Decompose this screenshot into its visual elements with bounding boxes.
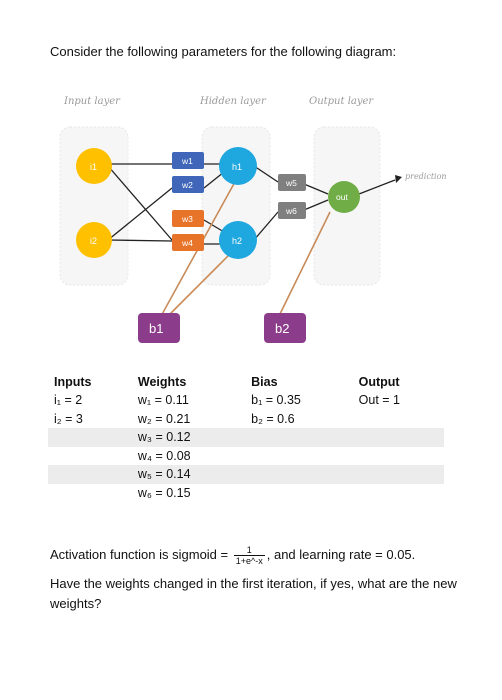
svg-text:w4: w4 xyxy=(181,238,193,248)
output-node-label: out xyxy=(336,192,348,202)
table-header-row: Inputs Weights Bias Output xyxy=(48,373,444,391)
hidden-layer-label: Hidden layer xyxy=(199,96,267,107)
question-text: Have the weights changed in the first it… xyxy=(50,576,457,611)
parameters-table: Inputs Weights Bias Output i₁ = 2 w₁ = 0… xyxy=(48,373,444,502)
table-cell xyxy=(245,484,353,503)
intro-text: Consider the following parameters for th… xyxy=(50,44,397,59)
activation-line: Activation function is sigmoid = 1 1+e^-… xyxy=(50,545,470,566)
table-cell xyxy=(245,465,353,484)
table-cell: w₄ = 0.08 xyxy=(137,448,191,463)
bias-box-b2 xyxy=(264,313,306,343)
activation-prefix: Activation function is sigmoid = xyxy=(50,547,229,562)
table-row: w₃ = 0.12 xyxy=(48,428,444,447)
hidden-node-h2-label: h2 xyxy=(232,236,242,246)
table-cell xyxy=(245,428,353,447)
input-node-i2-label: i2 xyxy=(90,236,97,246)
table-cell: i₂ = 3 xyxy=(54,411,83,426)
header-bias: Bias xyxy=(251,375,278,389)
table-cell xyxy=(245,447,353,466)
input-layer-label: Input layer xyxy=(63,96,121,107)
bias-box-b1 xyxy=(138,313,180,343)
sigmoid-denominator: 1+e^-x xyxy=(235,556,263,567)
sigmoid-numerator: 1 xyxy=(233,545,265,557)
table-row: i₁ = 2 w₁ = 0.11 b₁ = 0.35 Out = 1 xyxy=(48,391,444,410)
svg-text:w3: w3 xyxy=(181,214,193,224)
table-cell: w₆ = 0.15 xyxy=(137,485,191,500)
table-cell: b₂ = 0.6 xyxy=(251,411,295,426)
weight-box-w4: w4 xyxy=(172,234,204,251)
table-cell xyxy=(353,484,444,503)
table-row: w₆ = 0.15 xyxy=(48,484,444,503)
table-cell: w₅ = 0.14 xyxy=(131,465,246,484)
table-cell xyxy=(48,428,132,447)
table-cell: i₁ = 2 xyxy=(54,393,83,408)
table-cell xyxy=(353,410,444,429)
bias-box-b2-label: b2 xyxy=(275,321,289,336)
table-cell: w₁ = 0.11 xyxy=(137,393,189,408)
table-cell: b₁ = 0.35 xyxy=(251,393,301,408)
weight-box-w6: w6 xyxy=(278,202,306,219)
table-cell xyxy=(352,428,444,447)
header-output: Output xyxy=(358,375,400,389)
table-cell: w₃ = 0.12 xyxy=(131,428,246,447)
hidden-node-h1 xyxy=(219,147,257,185)
svg-text:w5: w5 xyxy=(285,178,297,188)
table-cell xyxy=(352,465,444,484)
table-cell xyxy=(48,465,132,484)
table-row: w₄ = 0.08 xyxy=(48,447,444,466)
output-layer-label: Output layer xyxy=(309,96,374,107)
svg-text:w6: w6 xyxy=(285,206,297,216)
table-cell: w₂ = 0.21 xyxy=(137,411,191,426)
sigmoid-fraction: 1 1+e^-x xyxy=(233,545,265,567)
activation-suffix: , and learning rate = 0.05. xyxy=(266,547,416,562)
weight-box-w5: w5 xyxy=(278,174,306,191)
weight-box-w1: w1 xyxy=(172,152,204,169)
table-cell xyxy=(48,484,132,503)
input-node-i2 xyxy=(76,222,112,258)
arrow-head-icon xyxy=(395,175,402,183)
weight-box-w2: w2 xyxy=(172,176,204,193)
bias-box-b1-label: b1 xyxy=(149,321,163,336)
hidden-node-h2 xyxy=(219,221,257,259)
weight-box-w3: w3 xyxy=(172,210,204,227)
input-node-i1-label: i1 xyxy=(90,162,97,172)
svg-text:w2: w2 xyxy=(181,180,193,190)
neural-network-diagram: Input layer Hidden layer Output layer i1… xyxy=(59,96,447,343)
header-weights: Weights xyxy=(137,375,187,389)
prediction-label: prediction xyxy=(405,172,447,181)
table-cell xyxy=(48,447,132,466)
table-cell xyxy=(353,447,444,466)
hidden-node-h1-label: h1 xyxy=(232,162,242,172)
input-node-i1 xyxy=(76,148,112,184)
header-inputs: Inputs xyxy=(54,375,92,389)
table-row: w₅ = 0.14 xyxy=(48,465,444,484)
output-node xyxy=(328,181,360,213)
svg-text:w1: w1 xyxy=(181,156,193,166)
table-row: i₂ = 3 w₂ = 0.21 b₂ = 0.6 xyxy=(48,410,444,429)
table-cell: Out = 1 xyxy=(358,393,400,408)
